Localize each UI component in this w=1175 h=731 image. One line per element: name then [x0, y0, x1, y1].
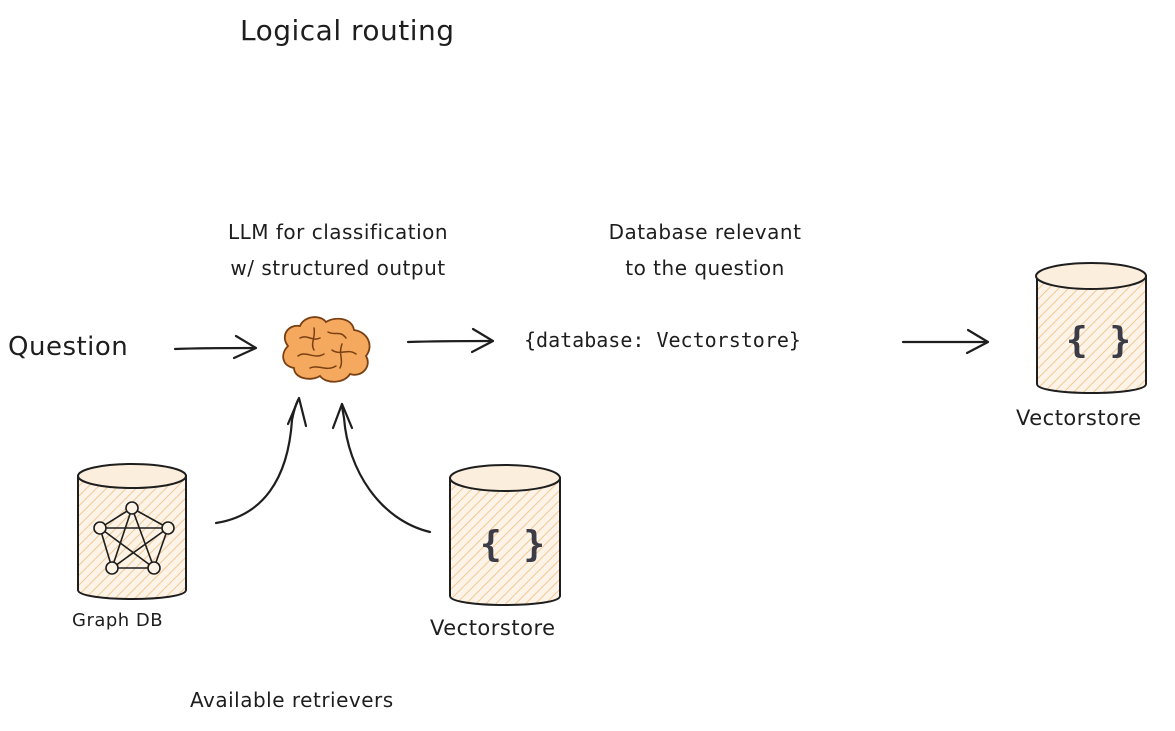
database-caption-line-1: Database relevant [608, 220, 802, 244]
graph-network-icon [93, 501, 175, 575]
database-caption-line-2: to the question [625, 256, 785, 280]
braces-icon: { } [1066, 320, 1131, 361]
output-to-vectorstore-arrow [901, 328, 990, 355]
diagram-title: Logical routing [240, 14, 455, 47]
database-caption: Database relevant to the question [570, 214, 840, 286]
vectorstore-to-llm-arrow [331, 402, 432, 534]
llm-caption-line-1: LLM for classification [227, 220, 449, 244]
graph-db-to-llm-arrow [214, 396, 308, 525]
braces-icon: { } [480, 524, 545, 565]
question-label: Question [8, 332, 129, 362]
structured-output-json: {database: Vectorstore} [524, 328, 801, 352]
graph-db-cylinder [77, 463, 187, 600]
vectorstore-right-label: Vectorstore [1016, 406, 1142, 430]
vectorstore-right-cylinder: { } [1035, 262, 1147, 394]
vectorstore-mid-cylinder: { } [449, 464, 561, 606]
available-retrievers-caption: Available retrievers [190, 688, 394, 712]
graph-db-label: Graph DB [72, 610, 164, 631]
vectorstore-mid-label: Vectorstore [430, 616, 556, 640]
llm-to-output-arrow [406, 327, 495, 354]
question-to-llm-arrow [173, 334, 258, 360]
brain-icon [282, 316, 371, 383]
llm-caption-line-2: w/ structured output [230, 256, 446, 280]
llm-caption: LLM for classification w/ structured out… [193, 214, 483, 286]
